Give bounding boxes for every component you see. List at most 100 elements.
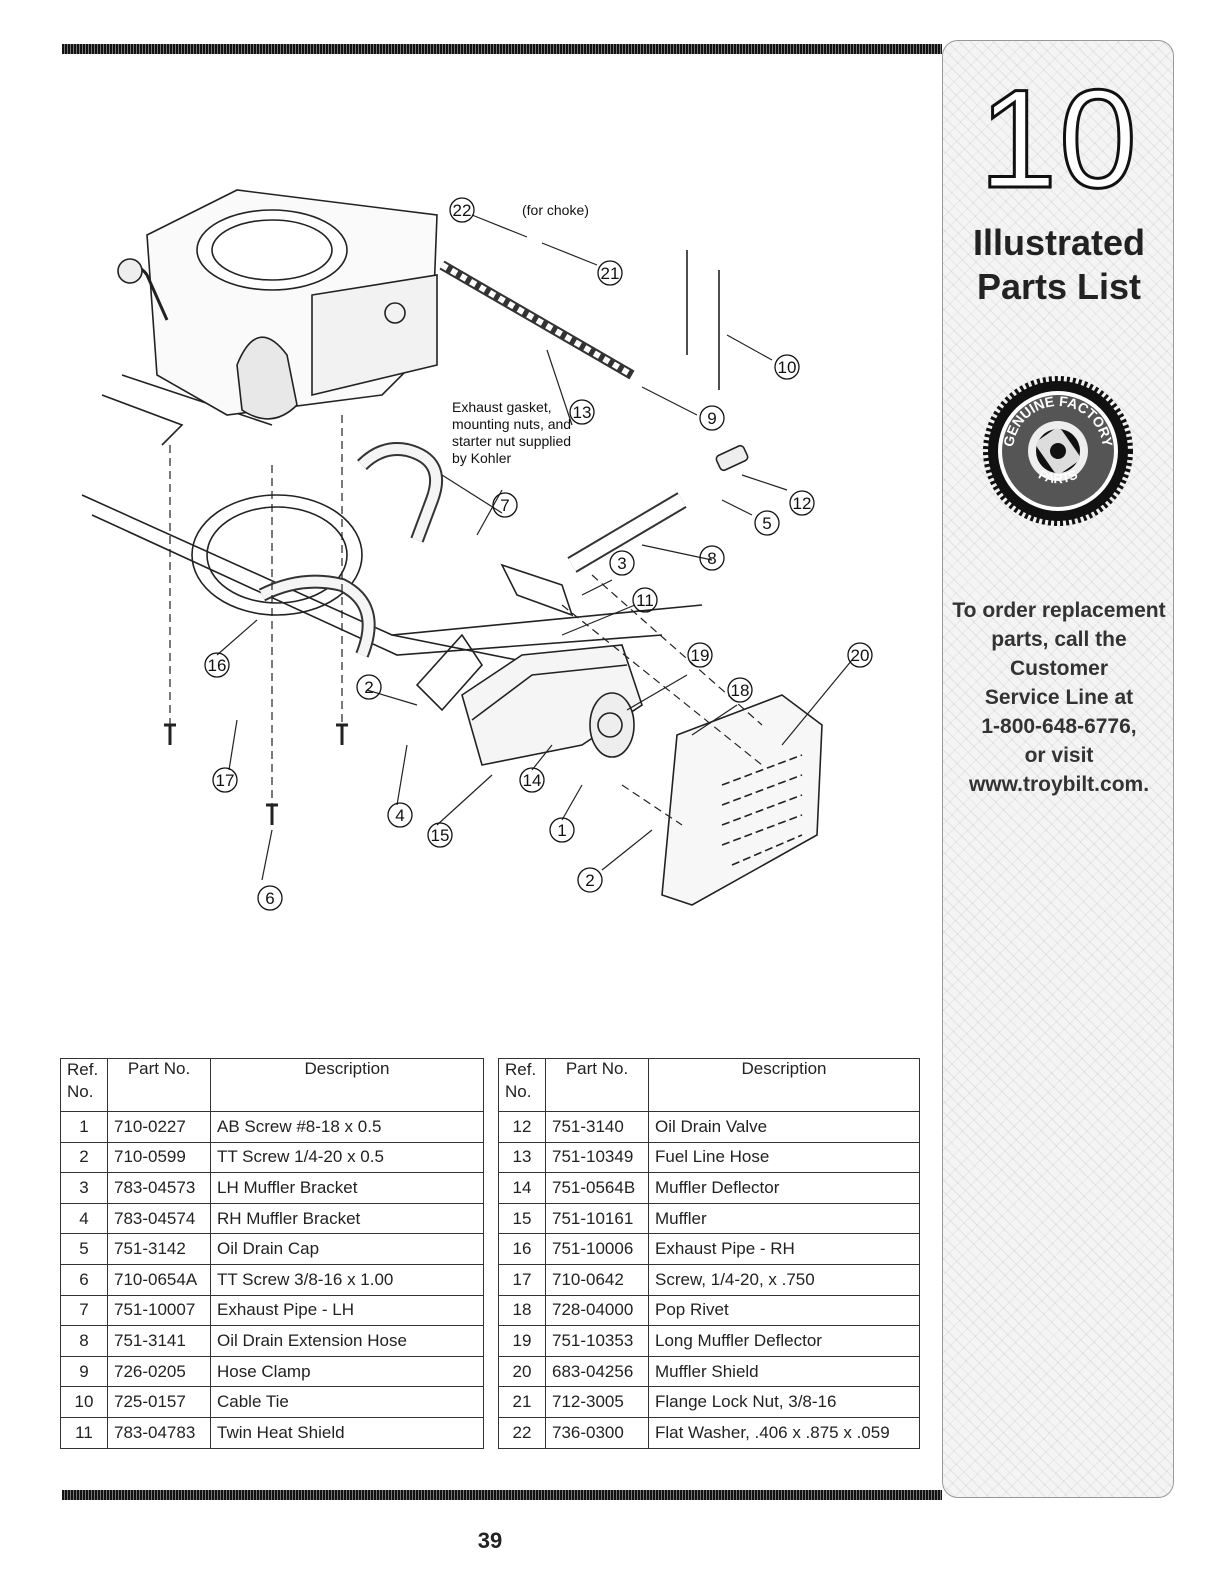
header-ref-no: Ref. No. (498, 1058, 546, 1112)
header-ref-line-1: Ref. (505, 1060, 537, 1079)
description-cell: AB Screw #8-18 x 0.5 (210, 1111, 484, 1143)
callout-21: 21 (601, 264, 620, 283)
description-cell: Twin Heat Shield (210, 1416, 484, 1449)
part-number-cell: 710-0642 (545, 1263, 649, 1296)
part-number-cell: 751-3140 (545, 1111, 649, 1143)
description-cell: Hose Clamp (210, 1355, 484, 1388)
part-number-cell: 726-0205 (107, 1355, 211, 1388)
callout-11: 11 (636, 591, 654, 610)
top-rule (62, 44, 942, 54)
order-line-2: parts, call the Customer (991, 628, 1127, 680)
seal-bottom-text: PARTS (1036, 466, 1080, 486)
chapter-sidebar: 10 Illustrated Parts List GENUINE FACTOR… (942, 40, 1174, 1498)
description-cell: LH Muffler Bracket (210, 1172, 484, 1204)
callout-20: 20 (851, 646, 870, 665)
description-cell: Cable Tie (210, 1386, 484, 1418)
ref-cell: 8 (60, 1325, 108, 1357)
description-cell: Exhaust Pipe - RH (648, 1233, 920, 1265)
part-number-cell: 751-10353 (545, 1325, 649, 1357)
callout-9: 9 (707, 409, 716, 428)
exploded-parts-diagram: (for choke) Exhaust gasket, mounting nut… (81, 189, 873, 911)
description-cell: Oil Drain Extension Hose (210, 1325, 484, 1357)
ref-cell: 18 (498, 1294, 546, 1327)
callout-8: 8 (707, 549, 716, 568)
callout-1: 1 (557, 821, 566, 840)
part-number-cell: 783-04574 (107, 1202, 211, 1235)
oil-drain-valve (715, 444, 749, 472)
part-number-cell: 683-04256 (545, 1355, 649, 1388)
kohler-note-line-1: Exhaust gasket, (452, 399, 552, 415)
ref-cell: 22 (498, 1416, 546, 1449)
part-number-cell: 751-10007 (107, 1294, 211, 1327)
description-cell: Long Muffler Deflector (648, 1325, 920, 1357)
callout-6: 6 (265, 889, 274, 908)
ref-cell: 15 (498, 1202, 546, 1235)
part-number-cell: 751-10161 (545, 1202, 649, 1235)
section-title-line-2: Parts List (976, 266, 1142, 307)
part-number-cell: 751-10006 (545, 1233, 649, 1265)
muffler-bracket (500, 563, 574, 617)
part-number-cell: 751-0564B (545, 1172, 649, 1204)
callout-7: 7 (500, 496, 509, 515)
callout-3: 3 (617, 554, 626, 573)
callout-19: 19 (691, 646, 710, 665)
description-cell: TT Screw 3/8-16 x 1.00 (210, 1263, 484, 1296)
page-number: 39 (477, 1528, 503, 1553)
header-ref-line-1: Ref. (67, 1060, 99, 1079)
callout-2b: 2 (585, 871, 594, 890)
ref-cell: 14 (498, 1172, 546, 1204)
callout-4: 4 (395, 806, 404, 825)
deck-opening (191, 494, 363, 616)
ref-cell: 11 (60, 1416, 108, 1449)
ref-cell: 9 (60, 1355, 108, 1388)
ref-cell: 6 (60, 1263, 108, 1296)
order-line-6: www.troybilt.com. (968, 773, 1150, 796)
order-line-5: or visit (1024, 744, 1094, 767)
description-cell: Muffler Deflector (648, 1172, 920, 1204)
ref-cell: 4 (60, 1202, 108, 1235)
ref-cell: 21 (498, 1386, 546, 1418)
part-number-cell: 736-0300 (545, 1416, 649, 1449)
part-number-cell: 712-3005 (545, 1386, 649, 1418)
ref-cell: 16 (498, 1233, 546, 1265)
header-ref-no: Ref. No. (60, 1058, 108, 1112)
callout-22: 22 (453, 201, 472, 220)
part-number-cell: 783-04573 (107, 1172, 211, 1204)
ref-cell: 1 (60, 1111, 108, 1143)
callout-15: 15 (431, 826, 450, 845)
choke-note: (for choke) (522, 202, 589, 218)
description-cell: Flat Washer, .406 x .875 x .059 (648, 1416, 920, 1449)
kohler-note-line-2: mounting nuts, and (452, 416, 571, 432)
callout-14: 14 (523, 771, 542, 790)
ref-cell: 17 (498, 1263, 546, 1296)
chapter-number: 10 (978, 60, 1139, 217)
description-cell: Screw, 1/4-20, x .750 (648, 1263, 920, 1296)
part-number-cell: 710-0227 (107, 1111, 211, 1143)
ref-cell: 2 (60, 1141, 108, 1174)
frame-rail (81, 494, 703, 636)
description-cell: Flange Lock Nut, 3/8-16 (648, 1386, 920, 1418)
part-number-cell: 783-04783 (107, 1416, 211, 1449)
muffler-shield (661, 694, 823, 906)
ref-cell: 12 (498, 1111, 546, 1143)
part-number-cell: 751-10349 (545, 1141, 649, 1174)
header-ref-line-2: No. (505, 1082, 532, 1101)
